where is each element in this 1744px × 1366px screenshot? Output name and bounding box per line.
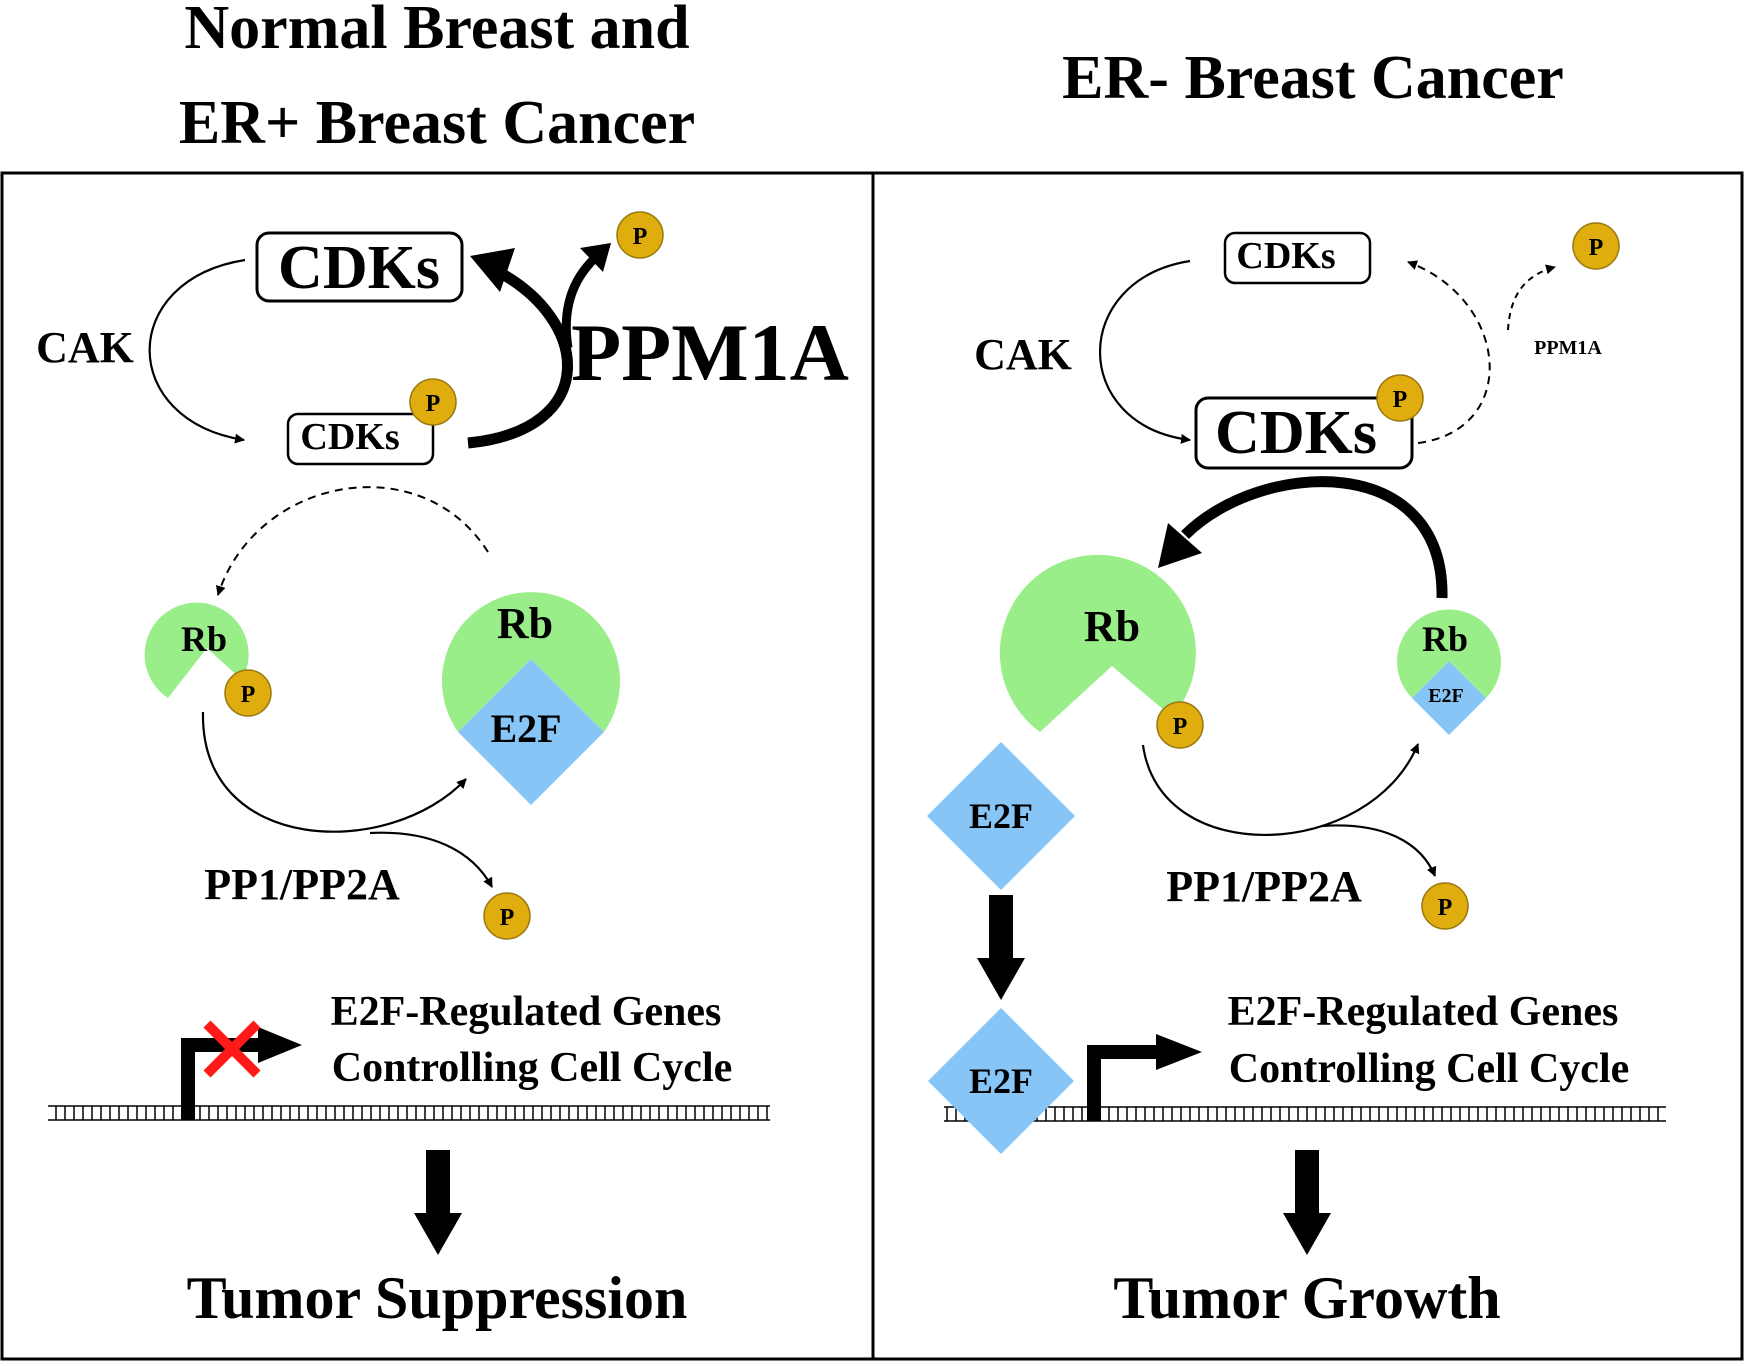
left-e2f-bound-label: E2F <box>490 706 561 751</box>
right-e2f-promoter-label: E2F <box>969 1061 1033 1101</box>
right-rb-bound-label: Rb <box>1422 619 1468 659</box>
left-cdks-active-label: CDKs <box>278 234 440 302</box>
left-rb-phospho-shape <box>144 602 249 698</box>
right-title: ER- Breast Cancer <box>1062 44 1564 112</box>
left-phosphate-release-arrow <box>561 254 599 349</box>
right-e2f-down-arrowhead <box>977 958 1025 1000</box>
left-cdk-phosphate: P <box>409 378 457 426</box>
left-rb-phosphate: P <box>224 669 272 717</box>
left-ppm1a-arrowhead <box>470 248 515 292</box>
right-ppm1a-dashed-arrow <box>1407 260 1491 444</box>
right-phosphate-release-dashed-arrow <box>1507 264 1556 331</box>
right-pp1-pp2a-label: PP1/PP2A <box>1166 862 1362 911</box>
svg-text:P: P <box>1438 895 1453 921</box>
left-panel: CDKs CDKs P CAK P PPM1A Rb P Rb <box>36 211 849 1331</box>
left-title-line1: Normal Breast and <box>184 0 689 62</box>
right-outcome-arrowhead <box>1283 1213 1331 1255</box>
right-rb-phospho-shape <box>999 554 1196 732</box>
left-pp1-pp2a-arrow <box>201 711 467 833</box>
phosphate-icon <box>409 378 457 426</box>
right-transcription-start-arrow <box>1087 1045 1160 1121</box>
left-outcome-arrow-shaft <box>426 1150 450 1215</box>
right-e2f-down-arrow-shaft <box>989 895 1013 960</box>
left-cdks-phospho-label: CDKs <box>300 416 399 458</box>
right-panel-frame <box>871 171 1744 1361</box>
right-e2f-bound-label: E2F <box>1428 685 1464 707</box>
right-cdk-phosphate: P <box>1376 374 1424 422</box>
phosphate-icon <box>1421 882 1469 930</box>
right-transcription-arrowhead <box>1156 1034 1202 1070</box>
right-removed-phosphate: P <box>1421 882 1469 930</box>
right-genes-line2: Controlling Cell Cycle <box>1229 1046 1630 1092</box>
left-ppm1a-arrow <box>467 265 574 449</box>
svg-text:P: P <box>1393 387 1408 413</box>
right-rb-phospho-label: Rb <box>1084 602 1140 651</box>
phosphate-icon <box>483 892 531 940</box>
svg-text:P: P <box>241 682 256 708</box>
right-cdks-small-label: CDKs <box>1236 235 1335 277</box>
left-cdks-active-box <box>255 231 464 303</box>
right-cdk-phosphorylation-arrow <box>1181 476 1448 599</box>
left-e2f-bound-shape <box>458 659 604 805</box>
phosphate-icon <box>224 669 272 717</box>
left-rb-bound-label: Rb <box>497 599 553 648</box>
right-rb-phosphate: P <box>1156 701 1204 749</box>
right-cak-label: CAK <box>974 330 1072 379</box>
right-genes-line1: E2F-Regulated Genes <box>1228 989 1619 1035</box>
right-cdks-large-box <box>1194 396 1414 470</box>
left-title-line2: ER+ Breast Cancer <box>179 89 695 157</box>
left-phosphate-removal-arrow <box>369 831 493 888</box>
right-outcome-arrow-shaft <box>1295 1150 1319 1215</box>
right-outcome-label: Tumor Growth <box>1113 1265 1500 1331</box>
left-genes-line1: E2F-Regulated Genes <box>331 989 722 1035</box>
svg-text:P: P <box>426 391 441 417</box>
left-outcome-label: Tumor Suppression <box>187 1265 688 1331</box>
left-cak-arrow <box>148 258 246 444</box>
svg-text:P: P <box>1589 235 1604 261</box>
left-blocked-x-icon <box>203 1020 261 1078</box>
svg-text:P: P <box>1173 714 1188 740</box>
right-cdks-small-box <box>1223 231 1372 285</box>
left-transcription-arrowhead <box>258 1027 302 1063</box>
right-e2f-promoter-shape <box>928 1008 1074 1154</box>
right-e2f-free-shape <box>927 742 1075 890</box>
right-phosphate-removal-arrow <box>1321 824 1437 877</box>
phosphate-icon <box>1156 701 1204 749</box>
phosphate-icon <box>1572 222 1620 270</box>
phosphate-icon <box>1376 374 1424 422</box>
left-rb-phospho-label: Rb <box>181 619 227 659</box>
right-pp1-pp2a-arrow <box>1141 743 1420 836</box>
svg-text:P: P <box>633 224 648 250</box>
left-rb-bound-shape <box>441 592 621 732</box>
left-dashed-phosphorylation-arrow <box>215 486 489 596</box>
right-rb-bound-shape <box>1397 609 1502 698</box>
left-dna-strand <box>48 1106 770 1120</box>
left-pp1-pp2a-label: PP1/PP2A <box>204 860 400 909</box>
left-outcome-arrowhead <box>414 1213 462 1255</box>
svg-text:P: P <box>500 905 515 931</box>
left-cak-label: CAK <box>36 323 134 372</box>
right-cdk-phosphorylation-arrowhead <box>1158 523 1202 568</box>
left-ppm1a-label: PPM1A <box>571 307 849 398</box>
phosphate-icon <box>616 211 664 259</box>
left-released-phosphate: P <box>616 211 664 259</box>
right-panel: CDKs CDKs P CAK P PPM1A Rb P Rb E2F <box>927 222 1666 1331</box>
right-cdks-large-label: CDKs <box>1215 399 1377 467</box>
right-cak-arrow <box>1098 259 1191 444</box>
right-dna-strand <box>944 1107 1666 1121</box>
right-e2f-free-label: E2F <box>969 796 1033 836</box>
right-e2f-bound-shape <box>1412 661 1486 735</box>
right-released-phosphate: P <box>1572 222 1620 270</box>
left-genes-line2: Controlling Cell Cycle <box>332 1045 733 1091</box>
left-removed-phosphate: P <box>483 892 531 940</box>
left-phosphate-release-arrowhead <box>580 243 611 272</box>
left-cdks-phospho-box <box>286 412 435 466</box>
right-ppm1a-label: PPM1A <box>1534 337 1602 359</box>
